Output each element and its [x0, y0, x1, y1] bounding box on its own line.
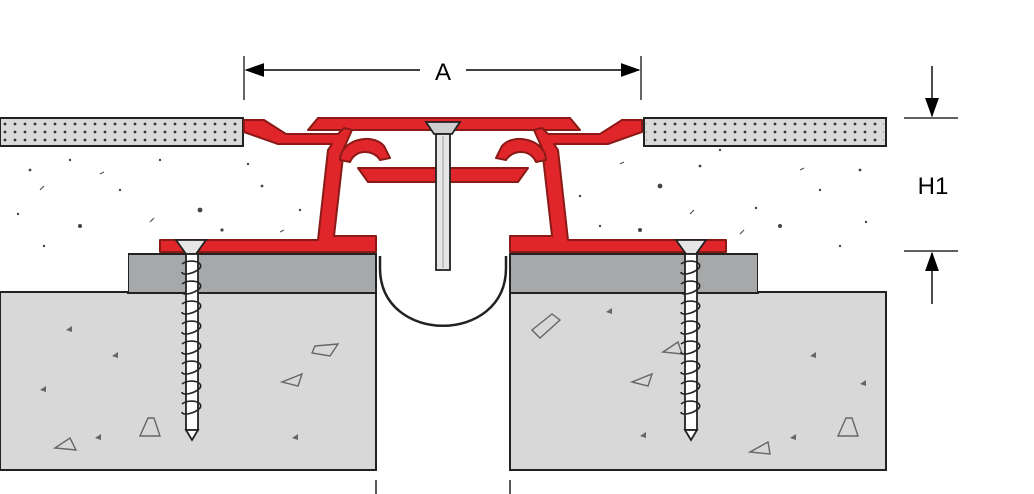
- screw-thread: [680, 260, 701, 415]
- center-pin: [424, 121, 462, 271]
- dimension-a-label: A: [435, 59, 451, 86]
- bedding-right: [509, 253, 759, 294]
- screw-thread: [181, 260, 202, 415]
- anchor-screw-left: [174, 239, 208, 442]
- profile-right-hinge: [495, 137, 547, 163]
- substrate-right: [509, 291, 887, 471]
- joint-seal-loop: [378, 256, 508, 327]
- movement-joint: [378, 256, 508, 327]
- dimension-a: A: [243, 56, 642, 100]
- anchor-screw-right: [674, 239, 708, 442]
- tile-covering: [0, 117, 887, 147]
- dimension-h1-label: H1: [918, 173, 949, 200]
- bedding-layer: [127, 253, 759, 294]
- bedding-left: [127, 253, 377, 294]
- aggregate-marks: [52, 313, 859, 455]
- concrete-substrate: [0, 291, 887, 494]
- profile-right-arm: [509, 119, 727, 253]
- profile-left-arm: [159, 119, 377, 253]
- screed-layer: [0, 146, 886, 293]
- dimension-h1: H1: [904, 66, 958, 304]
- profile-left-hinge: [339, 137, 391, 163]
